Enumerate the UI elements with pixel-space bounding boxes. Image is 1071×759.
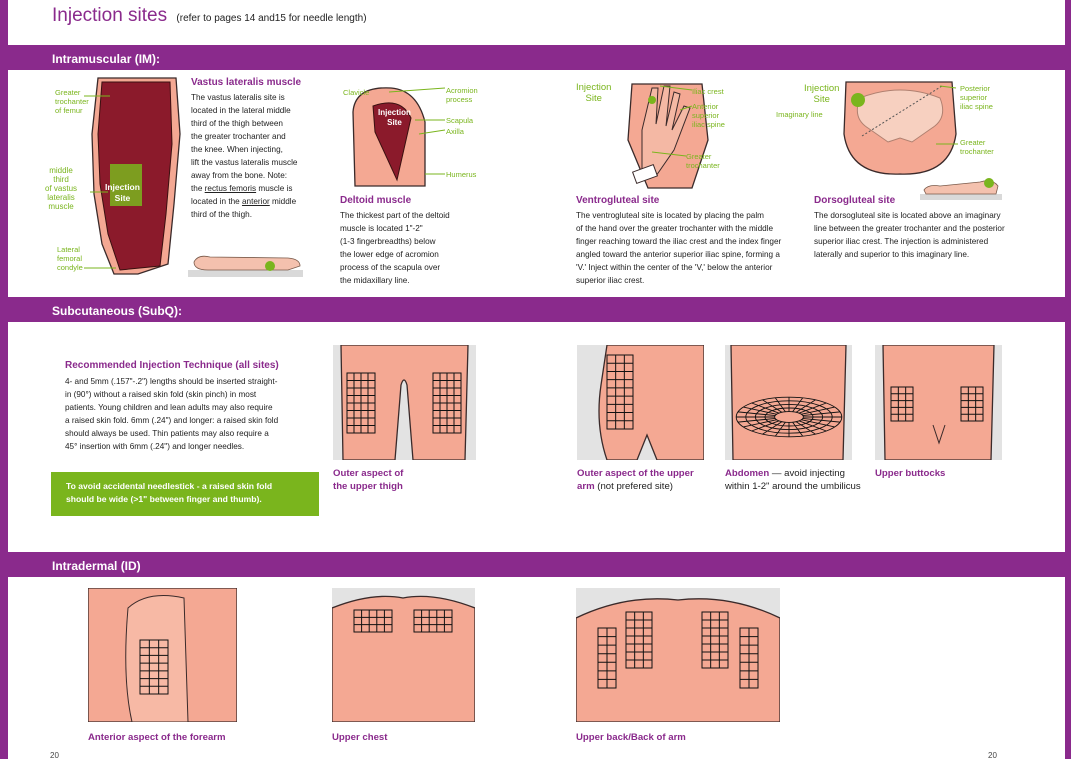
subq-heading: Recommended Injection Technique (all sit… xyxy=(65,360,279,371)
section-band-subq: Subcutaneous (SubQ): xyxy=(8,297,1065,322)
dorso-text: The dorsogluteal site is located above a… xyxy=(814,211,1005,259)
prone-figure-illustration xyxy=(920,178,1002,200)
title-text: Injection sites xyxy=(52,5,168,26)
subq-buttocks-image xyxy=(875,344,1002,461)
page-number-left: 20 xyxy=(50,751,59,759)
lying-figure-illustration xyxy=(188,255,303,277)
thigh-illustration xyxy=(84,77,181,275)
section-title-subq: Subcutaneous (SubQ): xyxy=(52,304,182,318)
ventro-heading: Ventrogluteal site xyxy=(576,195,660,206)
title-subtitle: (refer to pages 14 and15 for needle leng… xyxy=(176,13,367,24)
label-scapula: Scapula xyxy=(446,116,474,125)
caption-upper-chest: Upper chest xyxy=(332,732,388,743)
hip-hand-illustration xyxy=(627,83,709,189)
id-chest-image xyxy=(331,588,476,723)
label-imaginary-line: Imaginary line xyxy=(776,110,823,119)
right-edge-bar xyxy=(1065,0,1071,759)
label-iliac-crest: Iliac crest xyxy=(692,87,724,96)
caption-upper-buttocks: Upper buttocks xyxy=(875,468,946,479)
id-back-image xyxy=(575,588,781,723)
needlestick-callout: To avoid accidental needlestick - a rais… xyxy=(51,472,319,516)
caption-forearm: Anterior aspect of the forearm xyxy=(88,732,226,743)
section-band-im: Intramuscular (IM): xyxy=(8,45,1065,70)
buttocks-pelvis-illustration xyxy=(843,81,958,175)
subq-thigh-image xyxy=(333,344,476,461)
subq-abdomen-image xyxy=(725,344,852,461)
page-title: Injection sites (refer to pages 14 and15… xyxy=(52,5,367,27)
label-clavicle: Clavicle xyxy=(343,88,370,97)
vastus-heading: Vastus lateralis muscle xyxy=(191,77,302,88)
section-title-im: Intramuscular (IM): xyxy=(52,52,161,66)
section-band-id: Intradermal (ID) xyxy=(8,552,1065,577)
subq-text: 4- and 5mm (.157"-.2") lengths should be… xyxy=(65,377,279,451)
caption-upper-back: Upper back/Back of arm xyxy=(576,732,686,743)
subq-arm-image xyxy=(577,344,705,461)
id-forearm-image xyxy=(87,587,238,723)
page-number-right: 20 xyxy=(988,751,997,759)
shoulder-illustration xyxy=(352,87,446,187)
label-axilla: Axilla xyxy=(446,127,464,136)
label-humerus: Humerus xyxy=(446,170,477,179)
left-edge-bar xyxy=(0,0,8,759)
dorso-heading: Dorsogluteal site xyxy=(814,195,896,206)
section-title-id: Intradermal (ID) xyxy=(52,559,141,573)
ventro-text: The ventrogluteal site is located by pla… xyxy=(576,211,782,285)
deltoid-heading: Deltoid muscle xyxy=(340,195,412,206)
